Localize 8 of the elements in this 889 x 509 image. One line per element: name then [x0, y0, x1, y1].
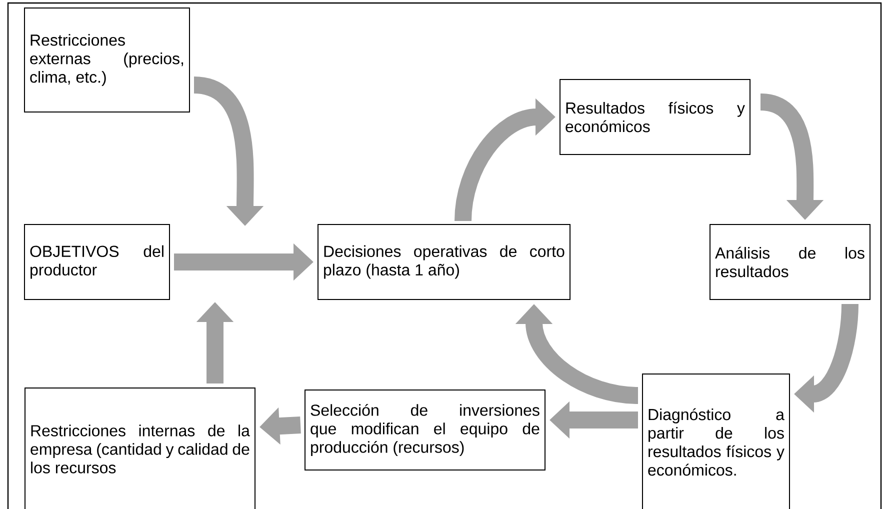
text-box: Diagnóstico a partir de los resultados físicos y económicos.	[642, 374, 790, 509]
text-box: Restricciones externas (precios, clima, etc.)	[24, 8, 190, 112]
text-box: Análisis de los resultados	[710, 224, 870, 300]
text-box: Selección de inversiones que modifican el equipo de producción (recursos)	[304, 390, 546, 470]
text-box: OBJETIVOS del productor	[24, 224, 170, 300]
text-box: Resultados físicos y económicos	[560, 79, 750, 155]
text-box: Restricciones internas de la empresa (cantidad y calidad de los recursos	[24, 388, 256, 509]
text-box: Decisiones operativas de corto plazo (hasta 1 año)	[318, 224, 570, 300]
